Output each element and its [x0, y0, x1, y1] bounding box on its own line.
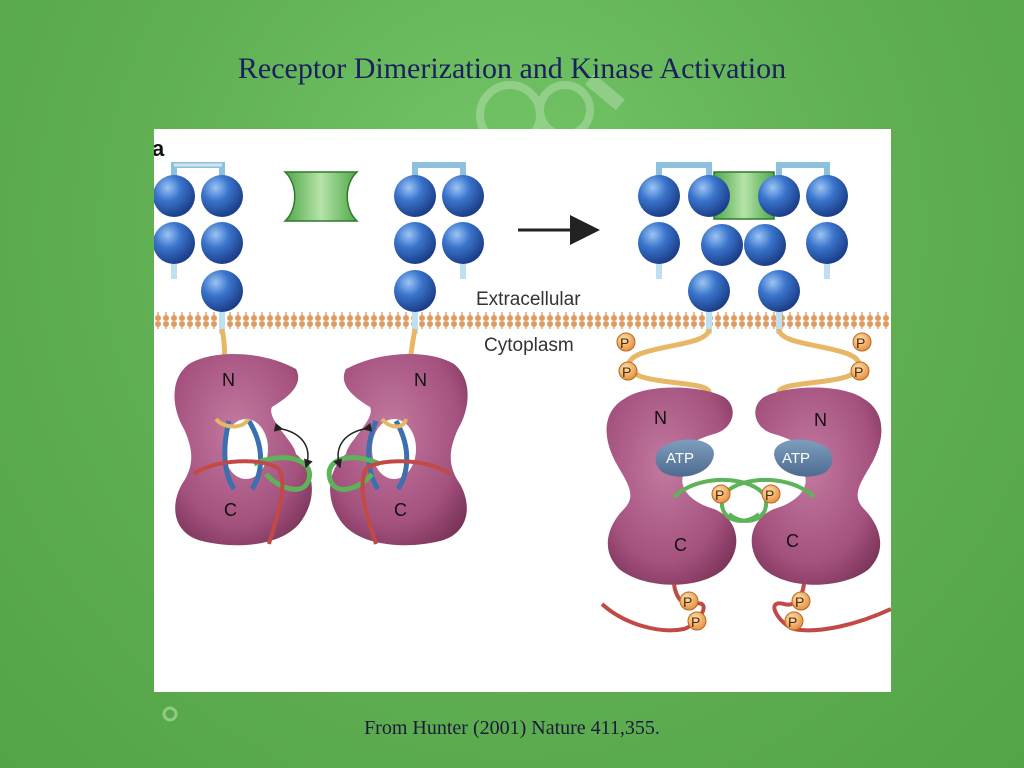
phosphate-group: P	[711, 484, 731, 504]
n-lobe-label: N	[654, 408, 667, 428]
cytoplasm-label: Cytoplasm	[484, 335, 574, 356]
ig-domain	[688, 270, 730, 312]
c-lobe-label: C	[674, 535, 687, 555]
activation-loop-blue	[222, 420, 237, 491]
ig-domain	[394, 175, 436, 217]
svg-text:P: P	[620, 335, 629, 351]
atp-binding-site: ATP	[655, 439, 714, 477]
c-lobe-label: C	[394, 500, 407, 520]
slide-title: Receptor Dimerization and Kinase Activat…	[237, 52, 787, 85]
phosphate-group: P	[791, 591, 811, 611]
svg-text:P: P	[691, 614, 700, 630]
decorative-bullet-icon	[162, 706, 178, 722]
ig-domain	[758, 270, 800, 312]
extracellular-label: Extracellular	[476, 289, 581, 310]
receptor-monomer-right: N C	[326, 162, 484, 546]
ig-domain	[638, 222, 680, 264]
svg-text:P: P	[854, 364, 863, 380]
c-lobe-label: C	[786, 531, 799, 551]
ig-domain	[806, 222, 848, 264]
svg-text:P: P	[765, 487, 774, 503]
ig-domain	[744, 224, 786, 266]
ig-domain	[201, 270, 243, 312]
phosphate-group: P	[852, 332, 872, 352]
conformational-change-arrow	[273, 422, 313, 469]
n-lobe-label: N	[814, 410, 827, 430]
kinase-tail	[192, 459, 285, 545]
phosphate-group: P	[761, 484, 781, 504]
ig-domain	[201, 175, 243, 217]
ig-domain	[638, 175, 680, 217]
ig-domain	[394, 222, 436, 264]
phosphate-group: P	[850, 361, 870, 381]
n-lobe-label: N	[414, 370, 427, 390]
svg-text:ATP: ATP	[666, 450, 694, 467]
ig-domain	[154, 175, 195, 217]
figure-citation: From Hunter (2001) Nature 411,355.	[364, 717, 660, 739]
ig-domain	[201, 222, 243, 264]
ig-domain	[154, 222, 195, 264]
svg-text:P: P	[622, 364, 631, 380]
kinase-tail	[360, 459, 452, 545]
svg-text:P: P	[788, 614, 797, 630]
phosphate-group: P	[616, 332, 636, 352]
phosphate-group: P	[784, 611, 804, 631]
atp-binding-site: ATP	[774, 439, 833, 477]
receptor-dimerization-figure: a Extracellular Cytoplasm N C	[154, 129, 891, 692]
svg-text:P: P	[683, 594, 692, 610]
ig-domain	[688, 175, 730, 217]
phosphate-group: P	[618, 361, 638, 381]
svg-text:P: P	[795, 594, 804, 610]
svg-text:P: P	[856, 335, 865, 351]
phosphate-group: P	[687, 611, 707, 631]
ligand	[283, 171, 359, 222]
ig-domain	[442, 175, 484, 217]
ig-domain	[806, 175, 848, 217]
juxtamembrane-linker	[776, 328, 862, 395]
conformational-change-arrow	[333, 422, 373, 469]
ig-domain	[701, 224, 743, 266]
ig-domain	[394, 270, 436, 312]
svg-text:P: P	[715, 487, 724, 503]
figure-svg: a Extracellular Cytoplasm N C	[154, 136, 891, 633]
receptor-monomer-left: N C	[154, 162, 313, 546]
ig-domain	[442, 222, 484, 264]
juxtamembrane-linker	[626, 328, 712, 395]
phosphate-group: P	[679, 591, 699, 611]
n-lobe-label: N	[222, 370, 235, 390]
panel-label: a	[154, 136, 165, 161]
kinase-domain	[751, 387, 882, 585]
ig-domain	[758, 175, 800, 217]
c-lobe-label: C	[224, 500, 237, 520]
svg-text:ATP: ATP	[782, 450, 810, 467]
receptor-dimer: P P P P ATP ATP P	[600, 162, 891, 633]
kinase-domain	[606, 387, 737, 585]
